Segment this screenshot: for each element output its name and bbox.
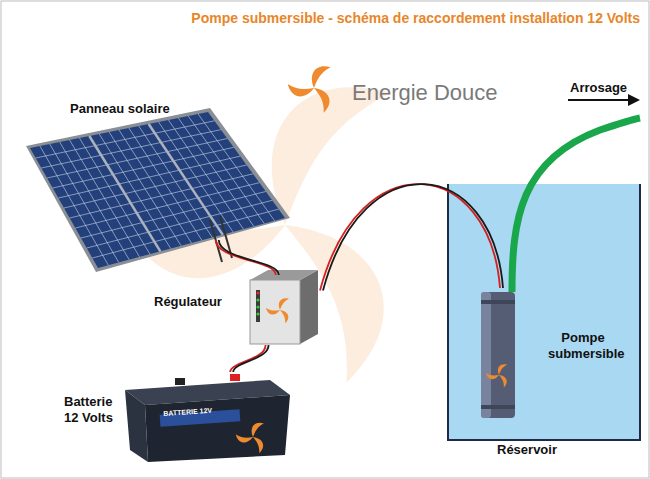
wire <box>219 240 279 275</box>
cell-line <box>53 147 234 188</box>
cell-line <box>92 209 278 258</box>
cell-line <box>89 136 160 251</box>
solar-panel-node: Panneau solaire <box>25 95 290 240</box>
battery-node: Batterie 12 Volts <box>60 372 290 462</box>
drawing-part <box>300 270 318 344</box>
solar-panel <box>26 108 290 272</box>
cell-line <box>81 192 266 239</box>
drawing-part <box>256 298 259 301</box>
reservoir-tank <box>448 184 640 440</box>
arrosage-arrow <box>568 94 640 106</box>
output-label: Arrosage <box>570 80 627 95</box>
cell-line <box>36 121 215 158</box>
battery <box>125 374 290 462</box>
drawing-part <box>125 390 148 462</box>
node-label: Panneau solaire <box>70 101 270 117</box>
node-label: Pompe submersible <box>548 330 618 363</box>
diagram-title: Pompe submersible - schéma de raccordeme… <box>191 10 640 26</box>
drawing-part <box>481 405 515 409</box>
drawing-part <box>481 292 515 418</box>
drawing-part <box>145 395 290 462</box>
wire <box>216 240 276 275</box>
regulator-box <box>250 270 318 344</box>
cell-line <box>89 136 160 251</box>
drawing-part <box>175 378 185 385</box>
drawing-part <box>235 423 266 454</box>
drawing-part <box>568 99 630 101</box>
cell-line <box>47 139 227 179</box>
pump-node: Pompe submersible <box>470 288 620 425</box>
drawing-part <box>481 300 515 304</box>
wire <box>323 184 503 290</box>
drawing-part <box>30 112 285 268</box>
drawing-part <box>256 305 259 308</box>
cell-line <box>149 124 223 235</box>
node-label: Réservoir <box>497 442 617 458</box>
cell-line <box>64 165 247 208</box>
regulator-node: Régulateur <box>150 275 320 345</box>
brand-name: Energie Douce <box>352 80 498 106</box>
drawing-part <box>256 290 260 322</box>
wire <box>320 184 500 290</box>
cable <box>320 184 503 290</box>
drawing-part <box>230 374 240 381</box>
drawing-part <box>256 291 259 294</box>
drawing-part <box>481 292 491 418</box>
node-label: Batterie 12 Volts <box>64 394 128 427</box>
drawing-part <box>26 108 290 272</box>
wire <box>233 345 268 372</box>
drawing-part <box>485 364 508 387</box>
drawing-part <box>448 184 640 440</box>
cable <box>230 345 268 372</box>
submersible-pump <box>481 292 515 418</box>
drawing-part <box>256 312 259 315</box>
logo-icon <box>287 66 334 113</box>
node-label: Régulateur <box>154 294 246 310</box>
drawing-part <box>250 270 318 280</box>
cell-line <box>87 200 273 248</box>
cable <box>216 240 279 275</box>
cell-line <box>70 174 253 218</box>
drawing-part <box>628 94 640 106</box>
drawing-part <box>36 114 279 265</box>
reservoir-node: Réservoir Pompe submersible <box>447 180 640 462</box>
drawing-part <box>265 298 290 323</box>
cell-line <box>58 156 240 198</box>
hose <box>512 118 640 292</box>
drawing-part <box>448 184 640 440</box>
cell-line <box>41 130 221 168</box>
drawing-part <box>250 280 300 344</box>
